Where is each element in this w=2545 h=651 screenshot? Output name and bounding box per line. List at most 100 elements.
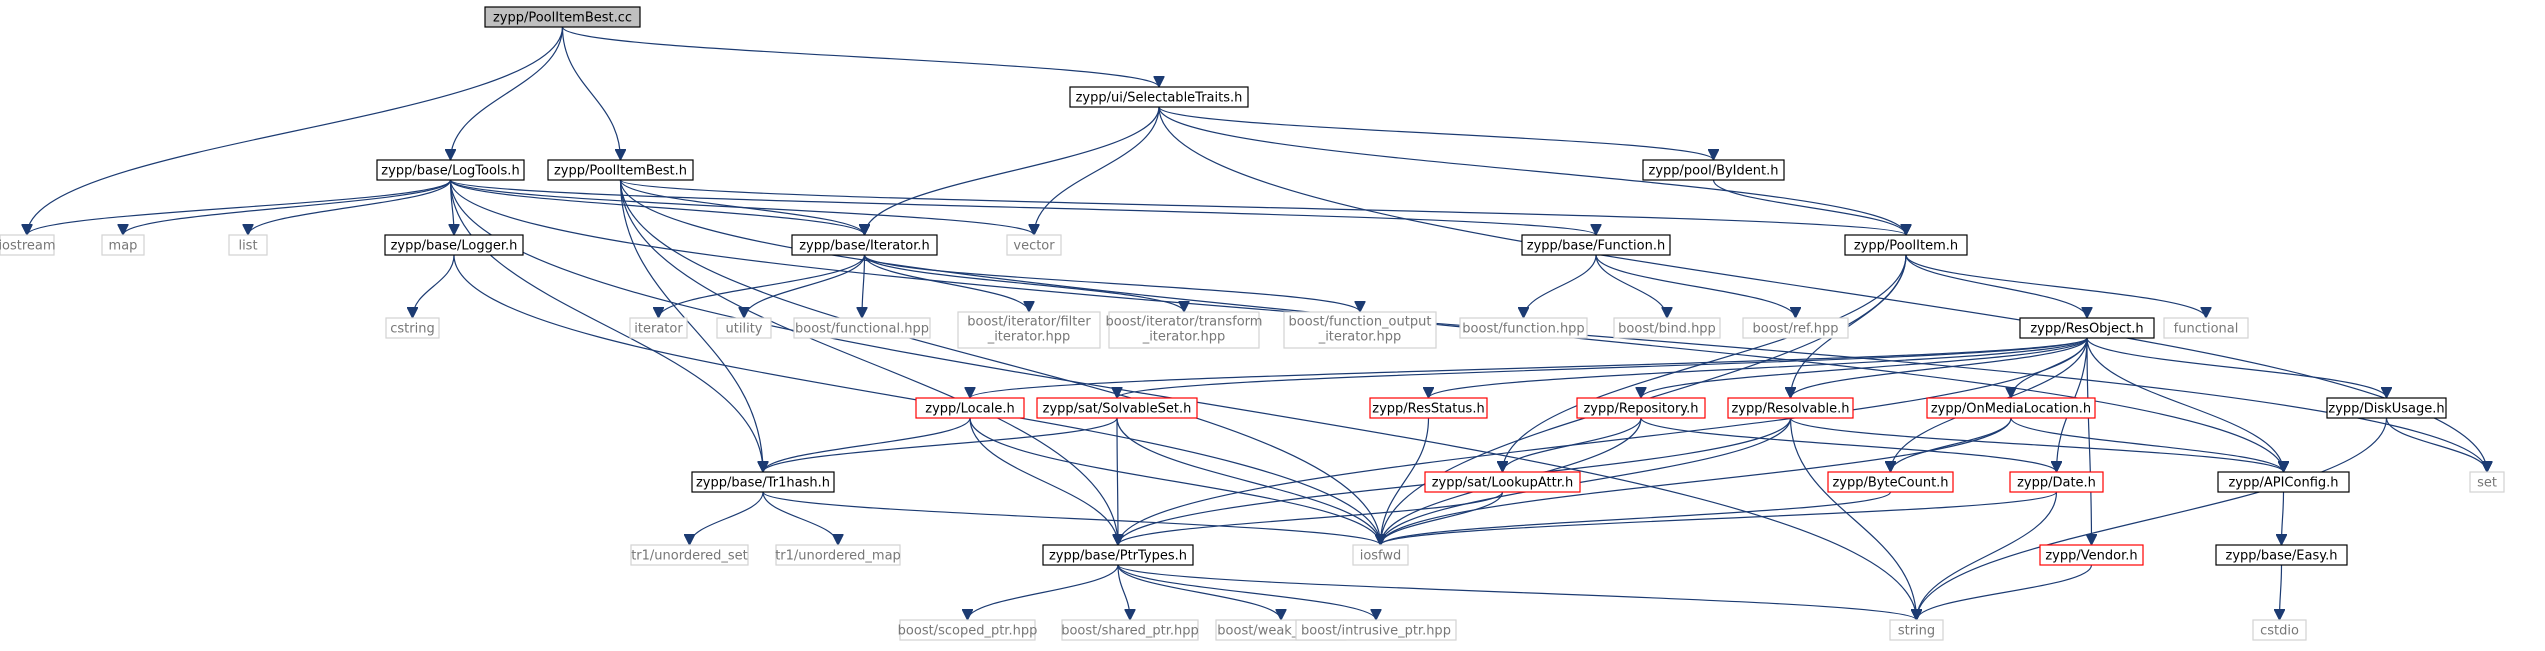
node-locale[interactable]: zypp/Locale.h [915,397,1025,419]
node-label: boost/bind.hpp [1618,322,1716,337]
node-string[interactable]: string [1889,619,1944,641]
edge-ptrtypes-to-weak-ptr [1117,564,1281,621]
edge-resstatus-to-iosfwd [1381,417,1430,545]
node-bytecount[interactable]: zypp/ByteCount.h [1827,471,1954,493]
node-vendor[interactable]: zypp/Vendor.h [2039,544,2144,566]
node-onmedialocation[interactable]: zypp/OnMediaLocation.h [1926,397,2096,419]
edge-iterator-h-to-function-output [863,254,1361,313]
node-label: vector [1013,239,1055,254]
node-tr1hash[interactable]: zypp/base/Tr1hash.h [691,471,835,493]
node-box [791,234,938,256]
node-list[interactable]: list [228,234,268,256]
node-logtools[interactable]: zypp/base/LogTools.h [376,159,525,181]
edge-vendor-to-string [1917,564,2093,621]
node-label: string [1898,624,1935,639]
node-box [1459,317,1588,339]
node-box [915,397,1025,419]
edge-ptrtypes-to-string [1117,564,1917,621]
edge-root-to-selectabletraits [561,26,1160,88]
node-label: list [238,239,257,254]
node-poolitem[interactable]: zypp/PoolItem.h [1844,234,1968,256]
node-label: zypp/Locale.h [925,402,1014,417]
node-label: map [109,239,138,254]
node-functional[interactable]: functional [2163,317,2249,339]
edge-function-h-to-boost-function [1524,254,1597,319]
node-cstdio[interactable]: cstdio [2252,619,2307,641]
edge-locale-to-ptrtypes [969,417,1118,545]
node-filter-iter[interactable]: boost/iterator/filter_iterator.hpp [957,311,1101,349]
edge-onmedialocation-to-iosfwd [1381,417,2012,545]
node-shared-ptr[interactable]: boost/shared_ptr.hpp [1061,619,1199,641]
node-label: zypp/ui/SelectableTraits.h [1076,91,1243,106]
node-utility[interactable]: utility [716,317,772,339]
edge-bytecount-to-iosfwd [1381,491,1892,546]
node-unordered-map[interactable]: tr1/unordered_map [775,544,901,566]
node-label: boost/shared_ptr.hpp [1061,624,1199,639]
node-easy[interactable]: zypp/base/Easy.h [2215,544,2348,566]
edge-logtools-to-iostream [27,179,452,236]
node-iostream[interactable]: iostream [0,234,56,256]
node-byident[interactable]: zypp/pool/ByIdent.h [1642,159,1785,181]
node-box [385,317,440,339]
node-iosfwd[interactable]: iosfwd [1352,544,1409,566]
edge-repository-to-lookupattr [1503,417,1642,473]
node-resobject[interactable]: zypp/ResObject.h [2019,317,2155,339]
node-repository[interactable]: zypp/Repository.h [1576,397,1706,419]
node-label: iterator [634,322,683,337]
nodes: zypp/PoolItemBest.cc iostream zypp/base/Lo… [0,6,2505,641]
node-selectabletraits[interactable]: zypp/ui/SelectableTraits.h [1069,86,1249,108]
node-label: zypp/base/Logger.h [391,239,518,254]
node-transform-iter[interactable]: boost/iterator/transform_iterator.hpp [1106,311,1263,349]
node-resolvable[interactable]: zypp/Resolvable.h [1727,397,1854,419]
node-label: _iterator.hpp [1142,330,1226,345]
node-label: zypp/APIConfig.h [2228,476,2338,491]
node-box [1061,619,1199,641]
node-label: zypp/sat/LookupAttr.h [1432,476,1574,491]
node-vector[interactable]: vector [1006,234,1062,256]
node-lookupattr[interactable]: zypp/sat/LookupAttr.h [1424,471,1581,493]
node-boost-functional[interactable]: boost/functional.hpp [793,317,931,339]
node-box [775,544,901,566]
edge-poolitembest-h-to-poolitem [619,179,1907,236]
node-map[interactable]: map [101,234,145,256]
node-ptrtypes[interactable]: zypp/base/PtrTypes.h [1042,544,1194,566]
node-label: boost/scoped_ptr.hpp [898,624,1038,639]
edge-resobject-to-ptrtypes [1118,337,2088,545]
edge-root-to-iostream [27,26,564,235]
node-label: tr1/unordered_set [631,549,748,564]
edge-iterator-h-to-transform-iter [863,254,1185,313]
edge-resobject-to-locale [970,337,2088,399]
node-box [1283,311,1437,349]
node-function-h[interactable]: zypp/base/Function.h [1521,234,1671,256]
node-date[interactable]: zypp/Date.h [2009,471,2104,493]
edge-resobject-to-solvableset [1117,337,2088,399]
node-boost-function[interactable]: boost/function.hpp [1459,317,1588,339]
node-logger[interactable]: zypp/base/Logger.h [384,234,524,256]
node-diskusage[interactable]: zypp/DiskUsage.h [2326,397,2447,419]
node-poolitembest-h[interactable]: zypp/PoolItemBest.h [547,159,694,181]
node-solvableset[interactable]: zypp/sat/SolvableSet.h [1036,397,1198,419]
edge-resolvable-to-string [1789,417,1917,620]
node-box [1352,544,1409,566]
edge-iterator-h-to-boost-functional [862,254,865,318]
edge-diskusage-to-string [1917,417,2388,620]
node-box [629,317,688,339]
node-boost-bind[interactable]: boost/bind.hpp [1613,317,1721,339]
node-unordered-set[interactable]: tr1/unordered_set [630,544,749,566]
edge-byident-to-poolitem [1712,179,1907,236]
node-resstatus[interactable]: zypp/ResStatus.h [1369,397,1488,419]
node-apiconfig[interactable]: zypp/APIConfig.h [2217,471,2350,493]
node-box [2469,471,2505,493]
node-label: _iterator.hpp [987,330,1071,345]
node-function-output[interactable]: boost/function_output_iterator.hpp [1283,311,1437,349]
node-set[interactable]: set [2469,471,2505,493]
node-iterator[interactable]: iterator [629,317,688,339]
node-box [1727,397,1854,419]
node-cstring[interactable]: cstring [385,317,440,339]
node-root[interactable]: zypp/PoolItemBest.cc [484,6,641,28]
node-label: utility [726,322,763,337]
node-boost-ref[interactable]: boost/ref.hpp [1742,317,1849,339]
node-intrusive-ptr[interactable]: boost/intrusive_ptr.hpp [1295,619,1457,641]
node-iterator-h[interactable]: zypp/base/Iterator.h [791,234,938,256]
node-scoped-ptr[interactable]: boost/scoped_ptr.hpp [898,619,1038,641]
